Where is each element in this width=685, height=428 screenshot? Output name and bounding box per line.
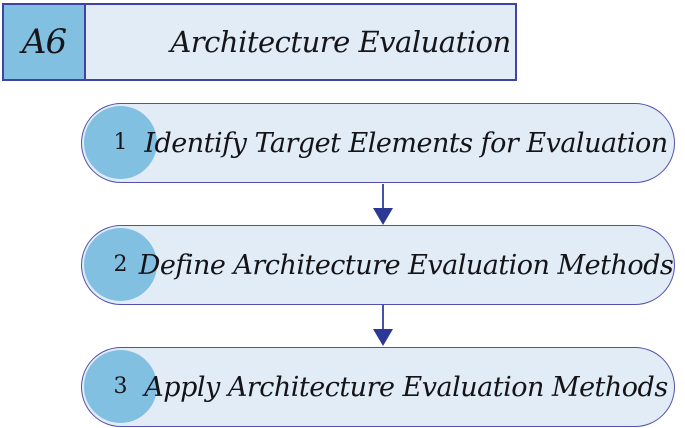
activity-title-box: Architecture Evaluation — [86, 5, 515, 79]
step-pill-1: 1 Identify Target Elements for Evaluatio… — [81, 103, 675, 183]
step-3-label: Apply Architecture Evaluation Methods — [144, 371, 668, 403]
step-1-number: 1 — [113, 130, 128, 155]
step-2-number: 2 — [113, 252, 128, 277]
step-2-number-badge: 2 — [84, 228, 157, 301]
step-1-number-badge: 1 — [84, 106, 157, 179]
arrow-line — [382, 305, 384, 329]
activity-code: A6 — [21, 22, 67, 62]
flow-arrow-1-2 — [373, 184, 393, 225]
arrow-line — [382, 184, 384, 208]
step-3-number: 3 — [113, 374, 128, 399]
step-3-number-badge: 3 — [84, 350, 157, 423]
flow-arrow-2-3 — [373, 305, 393, 346]
step-pill-3: 3 Apply Architecture Evaluation Methods — [81, 347, 675, 427]
step-1-label: Identify Target Elements for Evaluation — [144, 127, 668, 159]
arrow-down-icon — [373, 329, 393, 346]
activity-header: A6 Architecture Evaluation — [2, 3, 517, 81]
activity-code-box: A6 — [4, 5, 86, 79]
activity-title: Architecture Evaluation — [170, 25, 511, 59]
step-2-label: Define Architecture Evaluation Methods — [138, 249, 674, 281]
arrow-down-icon — [373, 208, 393, 225]
step-pill-2: 2 Define Architecture Evaluation Methods — [81, 225, 675, 305]
